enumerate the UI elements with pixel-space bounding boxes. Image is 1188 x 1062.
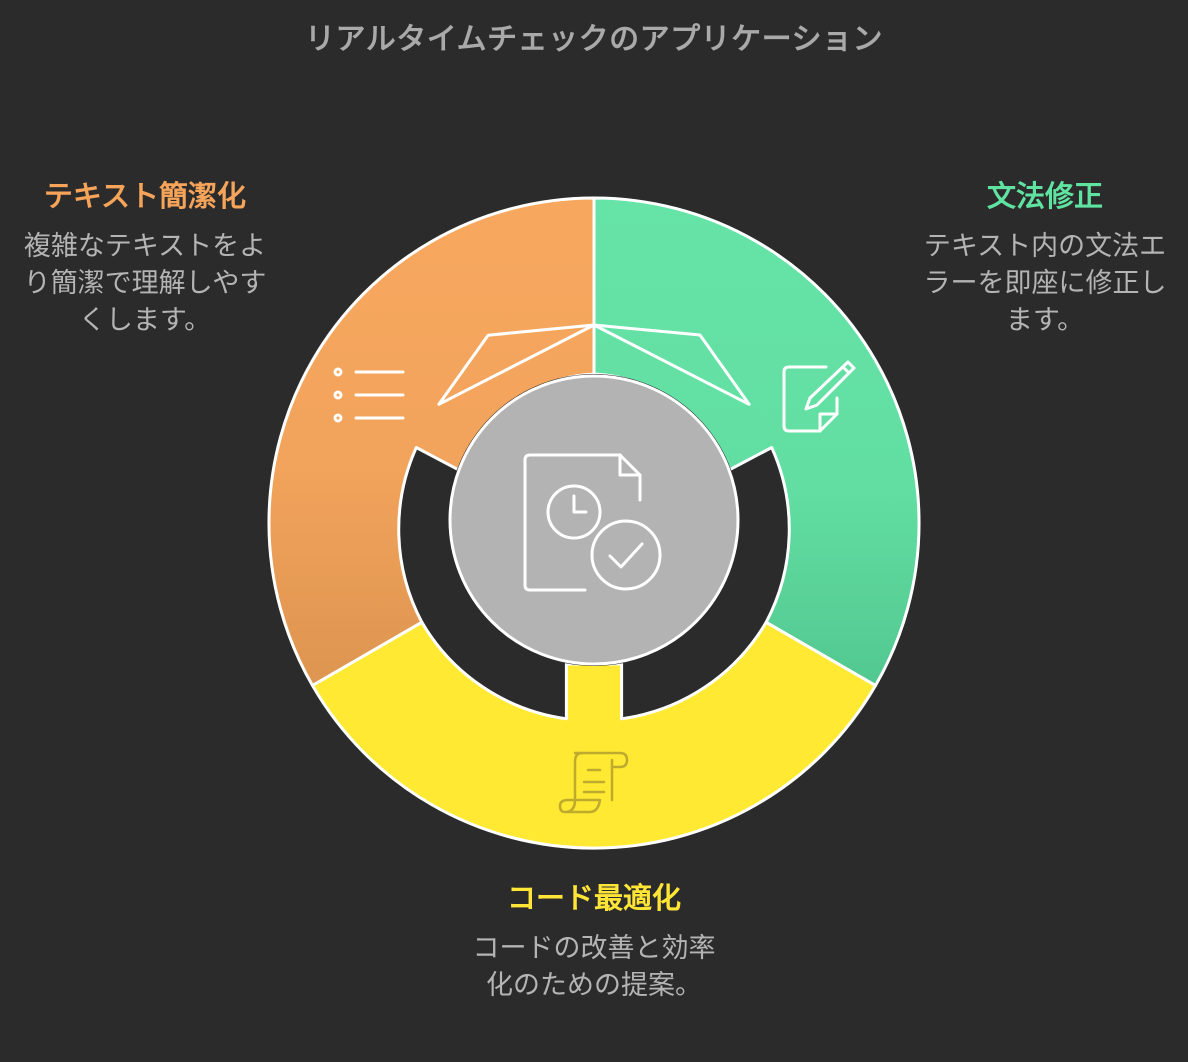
code-optimization-heading: コード最適化 — [506, 881, 681, 915]
list-icon — [333, 367, 405, 423]
page-title: リアルタイムチェックのアプリケーション — [305, 22, 883, 57]
segment-code-optimization — [311, 620, 877, 850]
document-clock-check-icon — [523, 453, 662, 592]
grammar-correction-heading: 文法修正 — [986, 179, 1103, 213]
code-optimization-block: コード最適化 コードの改善と効率化のための提案。 — [462, 878, 726, 1004]
scroll-icon — [558, 751, 629, 814]
text-simplification-block: テキスト簡潔化 複雑なテキストをより簡潔で理解しやすくします。 — [14, 176, 276, 339]
center-circle — [448, 374, 740, 666]
pencil-note-icon — [782, 360, 856, 433]
text-simplification-description: 複雑なテキストをより簡潔で理解しやすくします。 — [23, 231, 267, 336]
grammar-correction-block: 文法修正 テキスト内の文法エラーを即座に修正します。 — [914, 176, 1176, 339]
text-simplification-heading: テキスト簡潔化 — [43, 179, 247, 213]
code-optimization-description: コードの改善と効率化のための提案。 — [472, 933, 716, 1001]
grammar-correction-description: テキスト内の文法エラーを即座に修正します。 — [923, 231, 1167, 336]
